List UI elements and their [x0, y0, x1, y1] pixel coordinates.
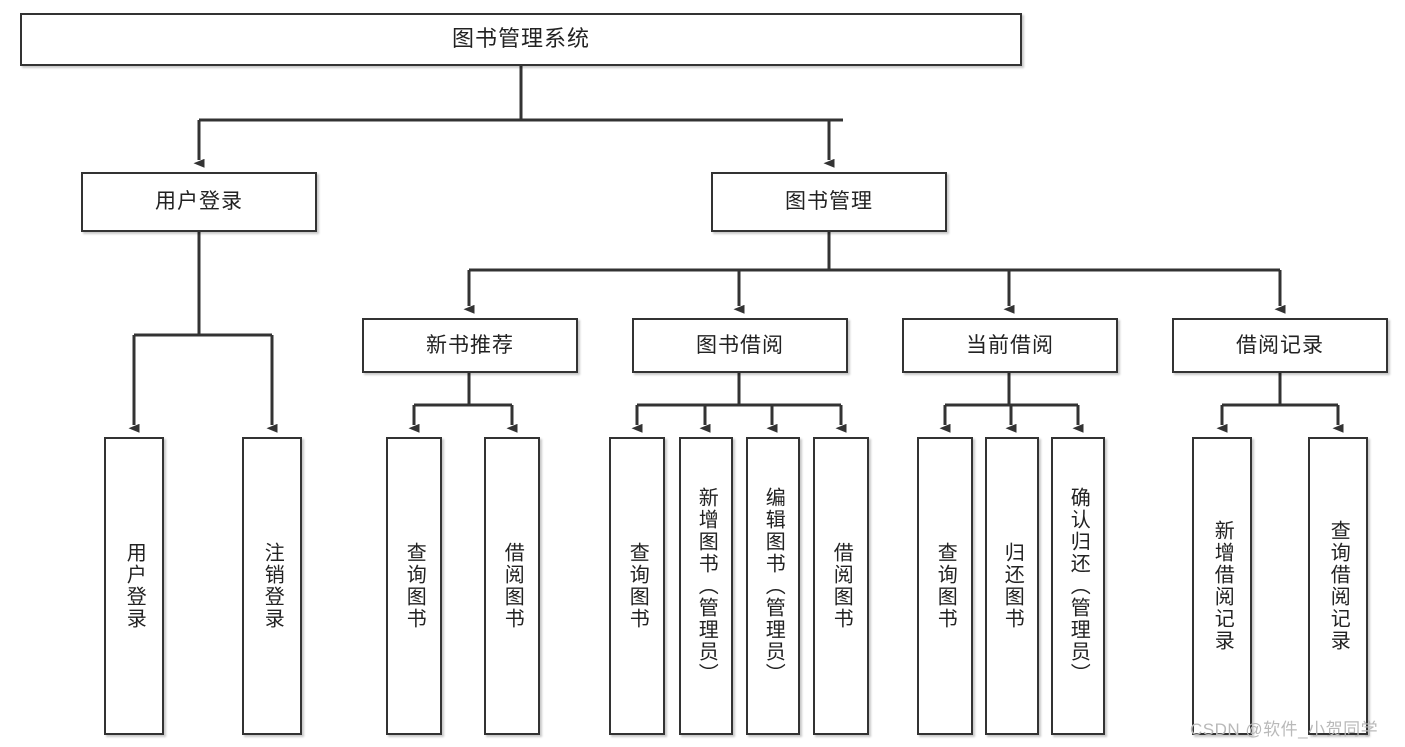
- node-borrow-record-label: 借阅记录: [1236, 333, 1324, 357]
- node-current-borrow[interactable]: 当前借阅: [902, 318, 1118, 373]
- node-leaf-user-logout-label: 注销登录: [261, 542, 284, 630]
- node-book-manage-label: 图书管理: [785, 190, 873, 214]
- csdn-watermark: CSDN @软件_小贺同学: [1190, 720, 1379, 739]
- node-leaf-user-logout[interactable]: 注销登录: [242, 437, 302, 735]
- node-new-book-recommend-label: 新书推荐: [426, 333, 514, 357]
- node-leaf-add-borrow-record[interactable]: 新增借阅记录: [1192, 437, 1252, 735]
- node-leaf-query-book-3[interactable]: 查询图书: [917, 437, 973, 735]
- node-borrow-record[interactable]: 借阅记录: [1172, 318, 1388, 373]
- node-root-label: 图书管理系统: [451, 26, 590, 52]
- node-leaf-user-login[interactable]: 用户登录: [104, 437, 164, 735]
- node-leaf-add-book[interactable]: 新增图书（管理员）: [679, 437, 733, 735]
- node-leaf-confirm-return-label: 确认归还（管理员）: [1067, 487, 1090, 685]
- node-user-login-label: 用户登录: [155, 190, 243, 214]
- node-leaf-borrow-book-1[interactable]: 借阅图书: [484, 437, 540, 735]
- node-leaf-add-borrow-record-label: 新增借阅记录: [1211, 520, 1234, 652]
- node-book-manage[interactable]: 图书管理: [711, 172, 947, 232]
- node-book-borrow[interactable]: 图书借阅: [632, 318, 848, 373]
- node-user-login[interactable]: 用户登录: [81, 172, 317, 232]
- node-leaf-query-book-2-label: 查询图书: [626, 542, 649, 630]
- node-new-book-recommend[interactable]: 新书推荐: [362, 318, 578, 373]
- node-leaf-borrow-book-2-label: 借阅图书: [830, 542, 853, 630]
- node-current-borrow-label: 当前借阅: [966, 333, 1054, 357]
- node-leaf-query-book-1-label: 查询图书: [403, 542, 426, 630]
- node-leaf-confirm-return[interactable]: 确认归还（管理员）: [1051, 437, 1105, 735]
- node-leaf-borrow-book-1-label: 借阅图书: [501, 542, 524, 630]
- node-book-borrow-label: 图书借阅: [696, 333, 784, 357]
- node-leaf-return-book-label: 归还图书: [1001, 542, 1024, 630]
- node-leaf-return-book[interactable]: 归还图书: [985, 437, 1039, 735]
- node-leaf-borrow-book-2[interactable]: 借阅图书: [813, 437, 869, 735]
- node-root[interactable]: 图书管理系统: [20, 13, 1022, 66]
- node-leaf-query-borrow-record[interactable]: 查询借阅记录: [1308, 437, 1368, 735]
- node-leaf-add-book-label: 新增图书（管理员）: [695, 487, 718, 685]
- node-leaf-edit-book-label: 编辑图书（管理员）: [762, 487, 785, 685]
- node-leaf-query-borrow-record-label: 查询借阅记录: [1327, 520, 1350, 652]
- node-leaf-edit-book[interactable]: 编辑图书（管理员）: [746, 437, 800, 735]
- node-leaf-query-book-1[interactable]: 查询图书: [386, 437, 442, 735]
- node-leaf-query-book-3-label: 查询图书: [934, 542, 957, 630]
- node-leaf-user-login-label: 用户登录: [123, 542, 146, 630]
- node-leaf-query-book-2[interactable]: 查询图书: [609, 437, 665, 735]
